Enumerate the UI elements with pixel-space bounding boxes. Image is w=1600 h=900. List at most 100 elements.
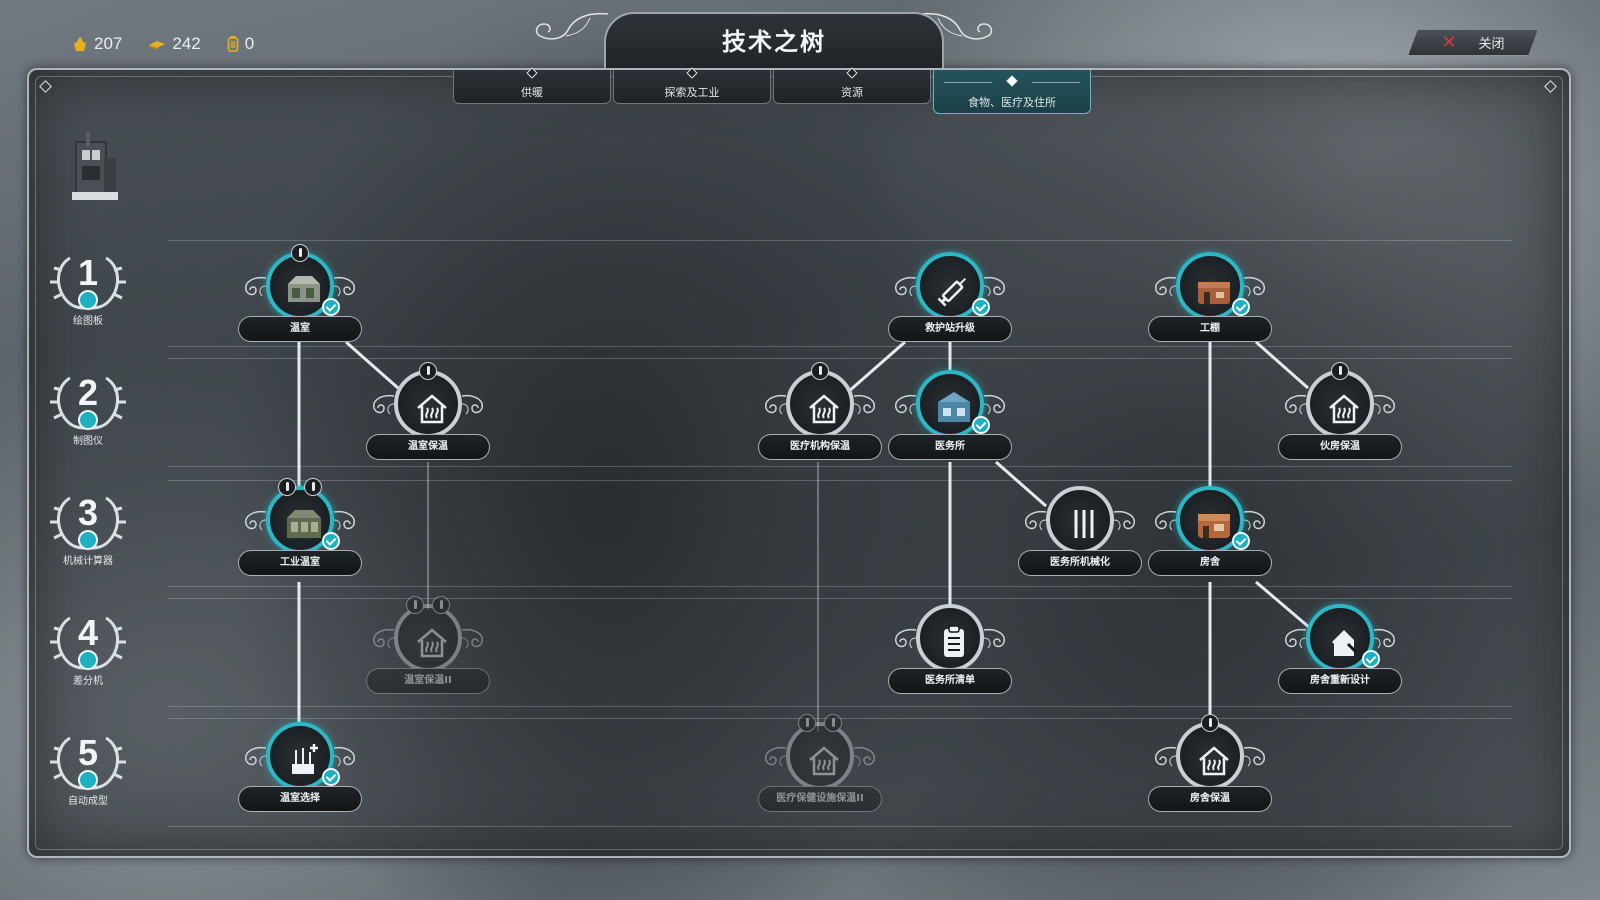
check-icon [972, 416, 990, 434]
tier-number: 1 [77, 252, 99, 293]
ornament-swirl [1242, 508, 1270, 534]
tech-icon-frame [394, 370, 462, 438]
tab-label: 资源 [841, 86, 863, 99]
tech-icon-frame [1046, 486, 1114, 554]
tech-node-medical-heat[interactable]: 医疗机构保温 [758, 362, 882, 474]
tech-label: 温室选择 [238, 786, 362, 812]
ornament-swirl [1112, 508, 1140, 534]
ornament-swirl [982, 392, 1010, 418]
ornament-swirl [760, 392, 788, 418]
tier-number: 4 [77, 612, 99, 653]
ornament-swirl [1372, 392, 1400, 418]
tier-label: 绘图板 [73, 316, 103, 327]
category-tabs: 供暖 探索及工业 资源 食物、医疗及住所 [453, 67, 1091, 114]
tech-node-greenhouse[interactable]: 温室 [238, 244, 362, 356]
tech-label: 医务所 [888, 434, 1012, 460]
tier-divider [168, 358, 1512, 359]
tab-exploration-industry[interactable]: 探索及工业 [613, 67, 771, 104]
tech-label: 工业温室 [238, 550, 362, 576]
ornament-swirl [1150, 274, 1178, 300]
check-icon [78, 410, 98, 430]
ornament-swirl [890, 392, 918, 418]
check-icon [322, 532, 340, 550]
ornament-swirl [240, 508, 268, 534]
requirement-pins [238, 244, 362, 262]
ornament-swirl [460, 626, 488, 652]
close-label: 关闭 [1478, 37, 1505, 52]
requirement-pins [366, 362, 490, 380]
check-icon [78, 650, 98, 670]
tier-number: 5 [77, 732, 99, 773]
tech-node-house-heat[interactable]: 房舍保温 [1148, 714, 1272, 826]
tab-heating[interactable]: 供暖 [453, 67, 611, 104]
steam-core-count: 0 [244, 34, 255, 53]
ornament-swirl [240, 274, 268, 300]
ornament-swirl [368, 392, 396, 418]
tech-node-bunkhouse-heat[interactable]: 伙房保温 [1278, 362, 1402, 474]
tech-node-infirmary-list[interactable]: 医务所清单 [888, 598, 1012, 708]
tech-icon-frame [786, 370, 854, 438]
thermometer-icon [798, 714, 816, 732]
tech-icon-frame [1306, 370, 1374, 438]
tier-divider [168, 586, 1512, 587]
tab-label: 食物、医疗及住所 [968, 96, 1056, 109]
ornament-swirl [368, 626, 396, 652]
tech-node-medical-heat-2[interactable]: 医疗保健设施保温II [758, 714, 882, 826]
thermometer-icon [824, 714, 842, 732]
laurel-icon: 1 [48, 250, 128, 312]
thermometer-icon [291, 244, 309, 262]
close-button[interactable]: ✕ 关闭 [1408, 29, 1538, 56]
tech-label: 房舍保温 [1148, 786, 1272, 812]
tech-label: 医务所清单 [888, 668, 1012, 694]
tech-label: 救护站升级 [888, 316, 1012, 342]
tab-food-medical-housing[interactable]: 食物、医疗及住所 [933, 70, 1091, 114]
thermometer-icon [1331, 362, 1349, 380]
tech-label: 房舍 [1148, 550, 1272, 576]
check-icon [1232, 298, 1250, 316]
tech-label: 温室 [238, 316, 362, 342]
tier-label: 差分机 [73, 676, 103, 687]
laurel-icon: 2 [48, 370, 128, 432]
tech-node-infirmary[interactable]: 医务所 [888, 364, 1012, 474]
check-icon [322, 298, 340, 316]
close-icon: ✕ [1441, 32, 1457, 53]
tech-node-greenhouse-heat[interactable]: 温室保温 [366, 362, 490, 474]
title-flourish-right [919, 12, 993, 40]
ornament-swirl [332, 508, 360, 534]
tech-icon-frame [1176, 722, 1244, 790]
tech-node-house-redesign[interactable]: 房舍重新设计 [1278, 598, 1402, 708]
tab-label: 探索及工业 [664, 86, 720, 99]
laurel-icon: 4 [48, 610, 128, 672]
tech-node-infirmary-mech[interactable]: 医务所机械化 [1018, 480, 1142, 590]
tech-node-house[interactable]: 房舍 [1148, 480, 1272, 590]
check-icon [1362, 650, 1380, 668]
thermometer-icon [419, 362, 437, 380]
ornament-swirl [332, 744, 360, 770]
tech-icon-frame [394, 604, 462, 672]
tab-resources[interactable]: 资源 [773, 67, 931, 104]
ornament-swirl [1020, 508, 1048, 534]
steam-core-icon [227, 36, 239, 52]
check-icon [322, 768, 340, 786]
ornament-swirl [332, 274, 360, 300]
ornament-swirl [760, 744, 788, 770]
ornament-swirl [890, 626, 918, 652]
tier-divider [168, 466, 1512, 467]
tech-node-greenhouse-selection[interactable]: 温室选择 [238, 716, 362, 826]
tier-divider [168, 480, 1512, 481]
requirement-pins [366, 596, 490, 614]
check-icon [78, 290, 98, 310]
thermometer-icon [304, 478, 322, 496]
ornament-swirl [1280, 626, 1308, 652]
tier-divider [168, 240, 1512, 241]
tech-node-bunkhouse[interactable]: 工棚 [1148, 246, 1272, 356]
tier-divider [168, 826, 1512, 827]
tech-label: 温室保温 [366, 434, 490, 460]
tech-node-greenhouse-heat-2[interactable]: 温室保温II [366, 596, 490, 708]
thermometer-icon [278, 478, 296, 496]
tech-node-industrial-greenhouse[interactable]: 工业温室 [238, 478, 362, 590]
tech-node-care-upgrade[interactable]: 救护站升级 [888, 246, 1012, 356]
